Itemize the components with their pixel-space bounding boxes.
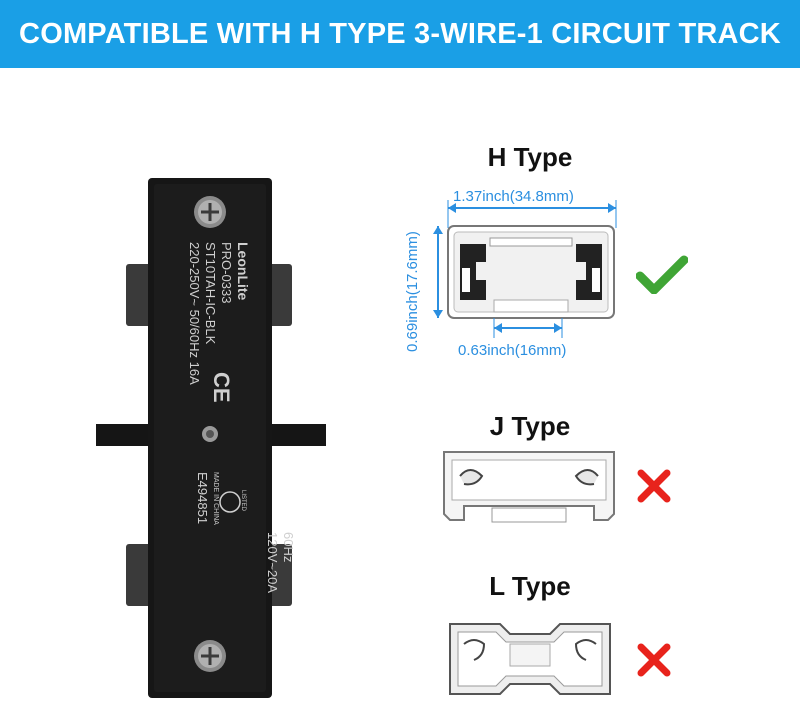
model-text: PRO-0333 (219, 242, 234, 303)
banner-title: COMPATIBLE WITH H TYPE 3-WIRE-1 CIRCUIT … (19, 17, 781, 50)
l-track-profile (449, 623, 611, 695)
j-track-profile (443, 451, 615, 523)
banner: COMPATIBLE WITH H TYPE 3-WIRE-1 CIRCUIT … (0, 0, 800, 68)
ce-mark: CE (209, 372, 234, 403)
h-width-label: 1.37inch(34.8mm) (453, 188, 574, 205)
h-height-arrow (433, 226, 443, 318)
check-icon (636, 255, 688, 294)
rating-us-text: 120V~20A (265, 532, 280, 593)
cert-number-text: E494851 (195, 472, 210, 524)
cross-icon-l (637, 643, 671, 677)
rating-text: 220-250V~ 50/60Hz 16A (187, 242, 202, 385)
connector-image: LeonLite PRO-0333 ST10TAH-IC-BLK 220-250… (96, 178, 326, 698)
ul-listed-text: LISTED (240, 490, 246, 512)
h-track-profile (447, 225, 615, 319)
cross-icon-j (637, 469, 671, 503)
origin-text: MADE IN CHINA (212, 472, 219, 525)
j-type-title: J Type (489, 411, 571, 441)
h-type-title: H Type (487, 142, 573, 172)
h-height-label: 0.69inch(17.6mm) (404, 231, 421, 352)
freq-us-text: 60Hz (281, 532, 296, 562)
part-text: ST10TAH-IC-BLK (203, 242, 218, 345)
h-slot-label: 0.63inch(16mm) (458, 342, 567, 359)
h-width-arrow (447, 200, 617, 228)
l-type-title: L Type (489, 571, 571, 601)
h-slot-arrow (493, 318, 563, 338)
brand-text: LeonLite (235, 242, 251, 301)
